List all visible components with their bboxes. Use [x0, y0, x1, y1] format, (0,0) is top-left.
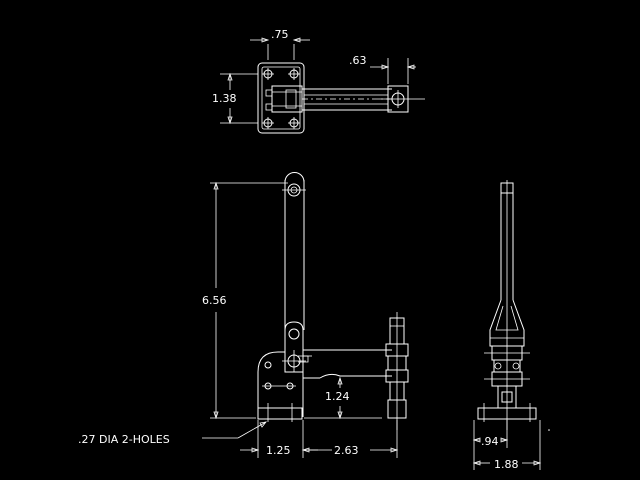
- pivot-pin: [288, 328, 300, 340]
- end-base-plate: [477, 407, 537, 420]
- dim-end-base-width: 1.88: [494, 458, 519, 471]
- dim-spindle-offset: .63: [349, 54, 367, 67]
- dim-top-width: .75: [271, 28, 289, 41]
- side-base-plate: [257, 407, 303, 420]
- dim-spindle-height: 1.24: [325, 390, 350, 403]
- dim-top-height: 1.38: [212, 92, 237, 105]
- dim-reach: 2.63: [334, 444, 359, 457]
- base-plate-inner: [261, 66, 301, 130]
- end-view: .94 1.88: [472, 180, 550, 471]
- dim-handle-height: 6.56: [202, 294, 227, 307]
- spindle-pad: [387, 399, 407, 419]
- side-view: 6.56 1.24 1.25 2.63 .27 DIA 2-HOLES: [78, 172, 409, 458]
- hole-note: .27 DIA 2-HOLES: [78, 433, 170, 446]
- top-view: .75 1.38 .63: [212, 28, 425, 134]
- base-plate-outline: [257, 62, 305, 134]
- dim-end-inner-width: .94: [481, 435, 499, 448]
- handle-linkage: [284, 321, 304, 373]
- stray-dot: [548, 429, 550, 431]
- dim-side-base-width: 1.25: [266, 444, 291, 457]
